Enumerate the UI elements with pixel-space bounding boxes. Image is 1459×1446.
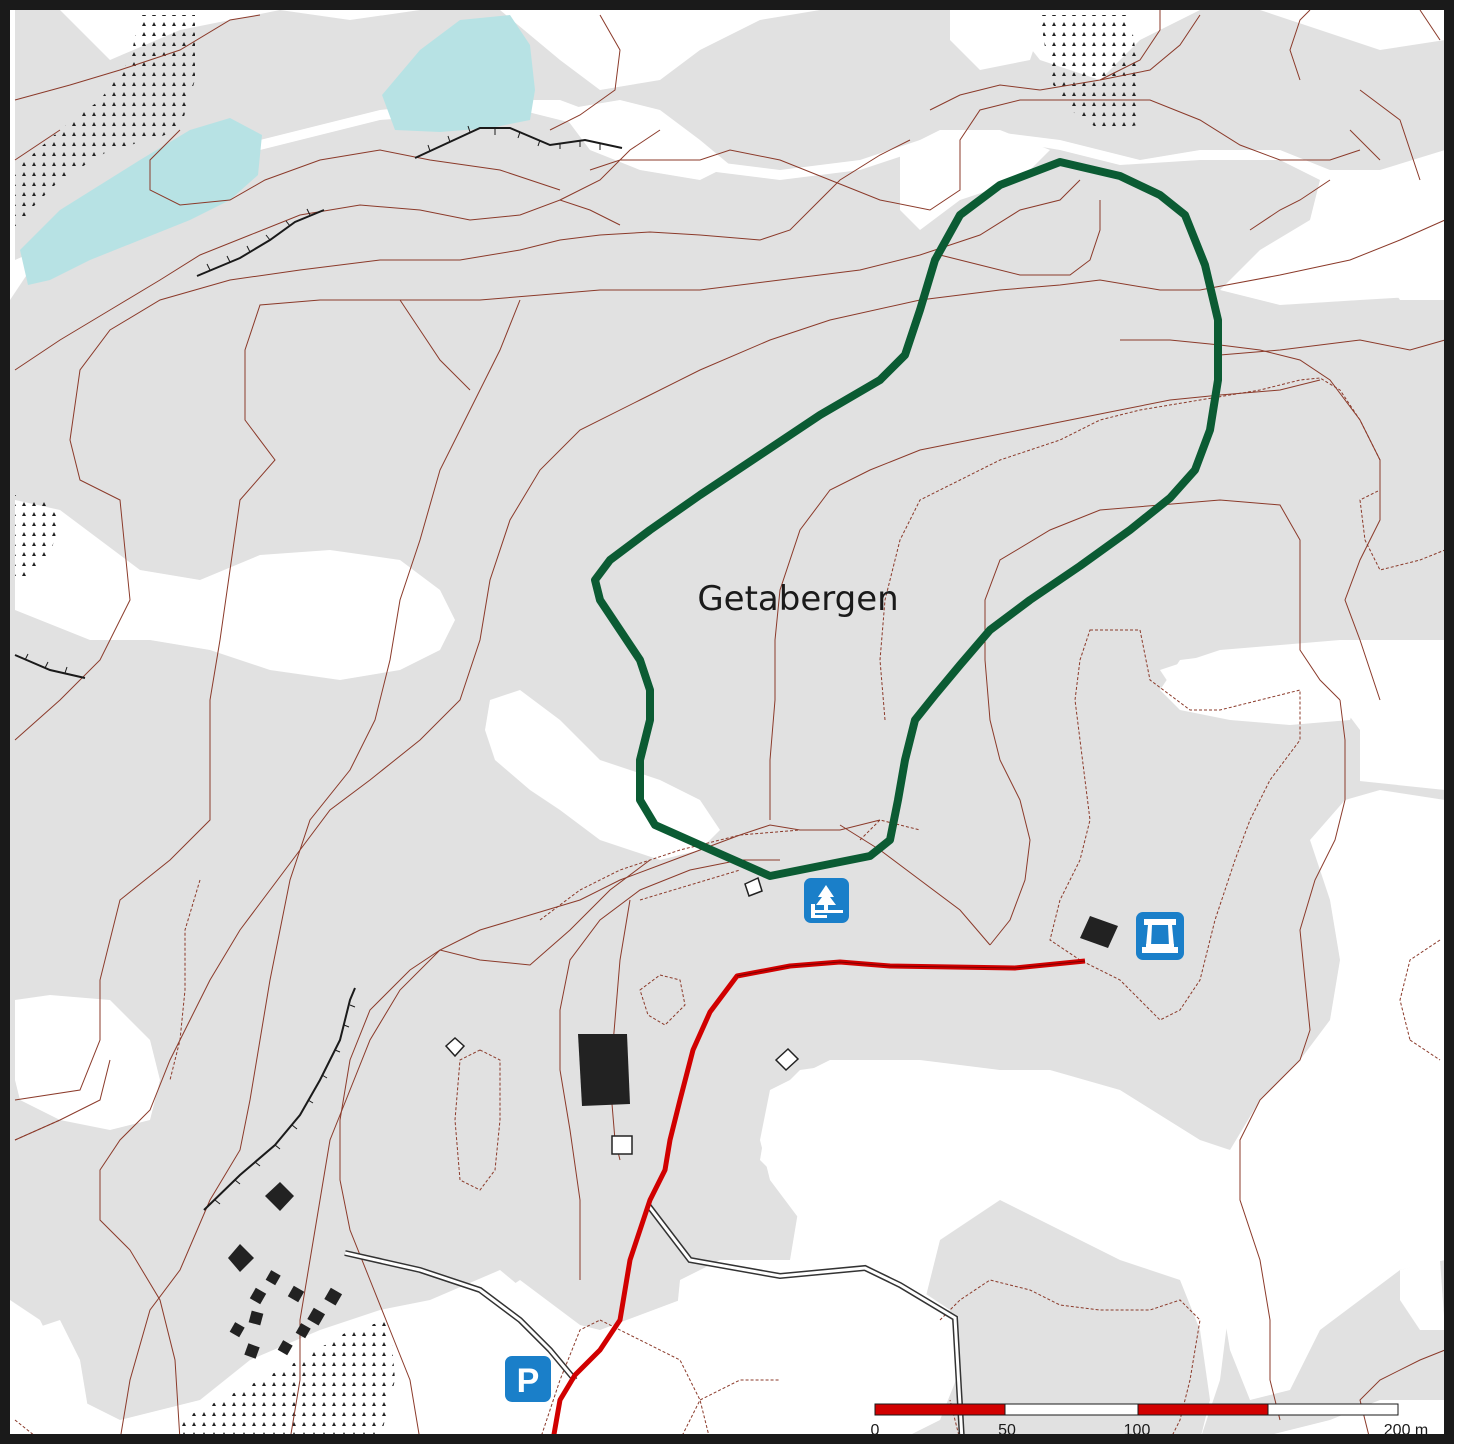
building-small-1 (265, 1182, 294, 1211)
lakes (20, 15, 535, 285)
hut-2 (744, 876, 763, 897)
lookout-tower-icon[interactable] (1136, 912, 1184, 960)
hut-1 (444, 1036, 466, 1058)
lake-top (382, 15, 535, 132)
scale-segment-2 (1004, 1403, 1139, 1416)
red-trail-outline (736, 960, 1086, 977)
open-land-top (15, 10, 1445, 260)
hut-4 (611, 1135, 633, 1155)
forest-patches (15, 10, 1445, 1440)
building-small-8 (307, 1307, 326, 1326)
building-small-9 (229, 1322, 245, 1338)
building-small-6 (324, 1287, 343, 1306)
building-small-2 (228, 1244, 254, 1272)
building-small-12 (277, 1340, 293, 1356)
scale-segment-4 (1267, 1403, 1399, 1416)
building-right (1080, 916, 1118, 948)
building-small-7 (248, 1310, 264, 1326)
building-small-5 (287, 1285, 305, 1303)
open-land-bottom-right (900, 1200, 1210, 1440)
buildings (228, 876, 1118, 1359)
scale-label-0: 0 (871, 1422, 880, 1439)
roads (344, 1203, 965, 1441)
scale-segment-3 (1137, 1403, 1269, 1416)
hut-3 (774, 1047, 800, 1072)
lake-left (20, 118, 262, 285)
building-small-10 (295, 1323, 311, 1339)
cliff-ticks (24, 125, 601, 1205)
form-lines (14, 377, 1446, 1441)
building-small-11 (244, 1343, 260, 1359)
boulder-fields (15, 15, 1140, 1440)
open-land-main (10, 110, 1445, 1420)
green-loop-trail[interactable] (591, 158, 1222, 880)
scale-segment-1 (874, 1403, 1006, 1416)
parking-icon[interactable]: P (505, 1356, 551, 1402)
contour-lines (14, 9, 1446, 1441)
building-small-4 (249, 1287, 267, 1305)
parking-label: P (517, 1362, 540, 1400)
building-large (578, 1034, 630, 1106)
picnic-area-icon[interactable] (804, 878, 849, 923)
place-label: Getabergen (697, 579, 898, 619)
building-small-3 (265, 1270, 281, 1286)
